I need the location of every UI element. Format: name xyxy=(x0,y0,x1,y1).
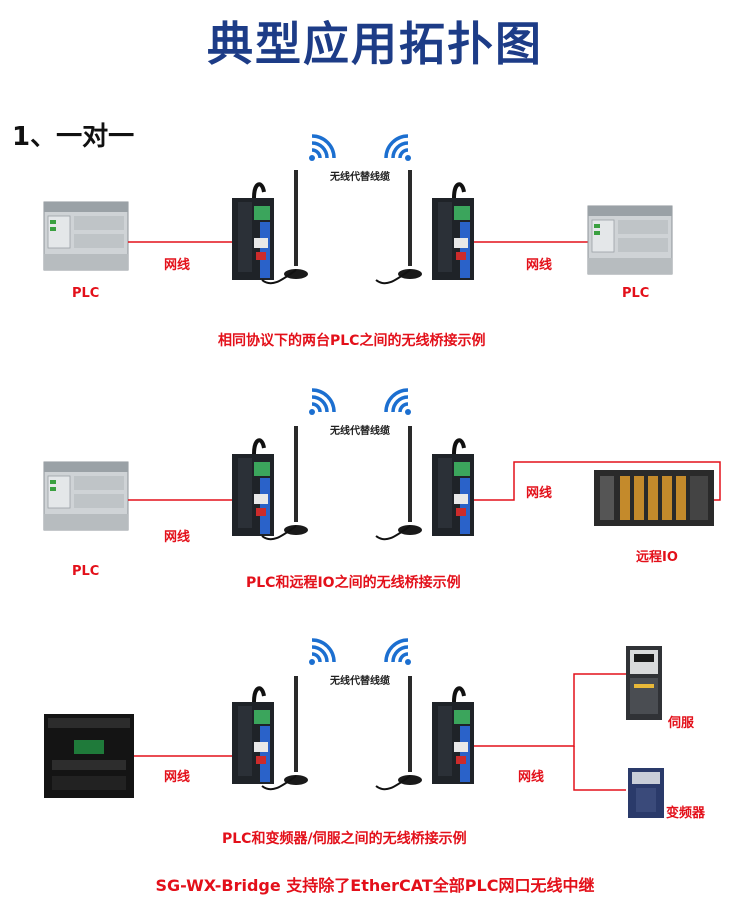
plc-left-1 xyxy=(43,201,129,271)
caption-3: PLC和变频器/伺服之间的无线桥接示例 xyxy=(222,831,467,847)
plc-left-3 xyxy=(44,714,134,798)
device-label-remote-io: 远程IO xyxy=(636,550,678,565)
cable-right-2 xyxy=(474,461,721,501)
wireless-label-1: 无线代替线缆 xyxy=(330,172,390,183)
remote-io-device xyxy=(594,470,714,526)
device-label-plc-left-2: PLC xyxy=(72,564,100,579)
caption-2: PLC和远程IO之间的无线桥接示例 xyxy=(246,575,461,591)
cable-label-1-left: 网线 xyxy=(164,258,191,273)
device-label-plc-left-1: PLC xyxy=(72,286,100,301)
cable-servo xyxy=(474,673,626,747)
bridge-left-2 xyxy=(230,438,276,538)
inverter-device xyxy=(628,768,664,818)
cable-label-3-right: 网线 xyxy=(518,770,545,785)
bridge-right-2 xyxy=(430,438,476,538)
plc-right-1 xyxy=(587,205,673,275)
device-label-inverter: 变频器 xyxy=(666,806,706,821)
cable-inverter xyxy=(573,746,626,791)
bridge-left-3 xyxy=(230,686,276,786)
cable-label-2-right: 网线 xyxy=(526,486,553,501)
bridge-right-3 xyxy=(430,686,476,786)
wifi-right-2 xyxy=(384,388,413,417)
wifi-right-3 xyxy=(384,638,413,667)
antenna-right-2 xyxy=(375,425,423,541)
device-label-servo: 伺服 xyxy=(668,716,695,731)
bridge-right-1 xyxy=(430,182,476,282)
footer-note: SG-WX-Bridge 支持除了EtherCAT全部PLC网口无线中继 xyxy=(155,876,595,895)
caption-1: 相同协议下的两台PLC之间的无线桥接示例 xyxy=(218,333,486,349)
cable-label-2-left: 网线 xyxy=(164,530,191,545)
antenna-right-3 xyxy=(375,675,423,791)
wifi-left-1 xyxy=(307,134,336,163)
page-title: 典型应用拓扑图 xyxy=(207,17,543,71)
device-label-plc-right-1: PLC xyxy=(622,286,650,301)
wireless-label-3: 无线代替线缆 xyxy=(330,676,390,687)
antenna-right-1 xyxy=(375,169,423,285)
cable-label-3-left: 网线 xyxy=(164,770,191,785)
servo-device xyxy=(626,646,662,720)
wifi-right-1 xyxy=(384,134,413,163)
plc-left-2 xyxy=(43,461,129,531)
wifi-left-2 xyxy=(307,388,336,417)
wireless-label-2: 无线代替线缆 xyxy=(330,426,390,437)
bridge-left-1 xyxy=(230,182,276,282)
section-label: 1、一对一 xyxy=(12,122,135,152)
cable-label-1-right: 网线 xyxy=(526,258,553,273)
wifi-left-3 xyxy=(307,638,336,667)
